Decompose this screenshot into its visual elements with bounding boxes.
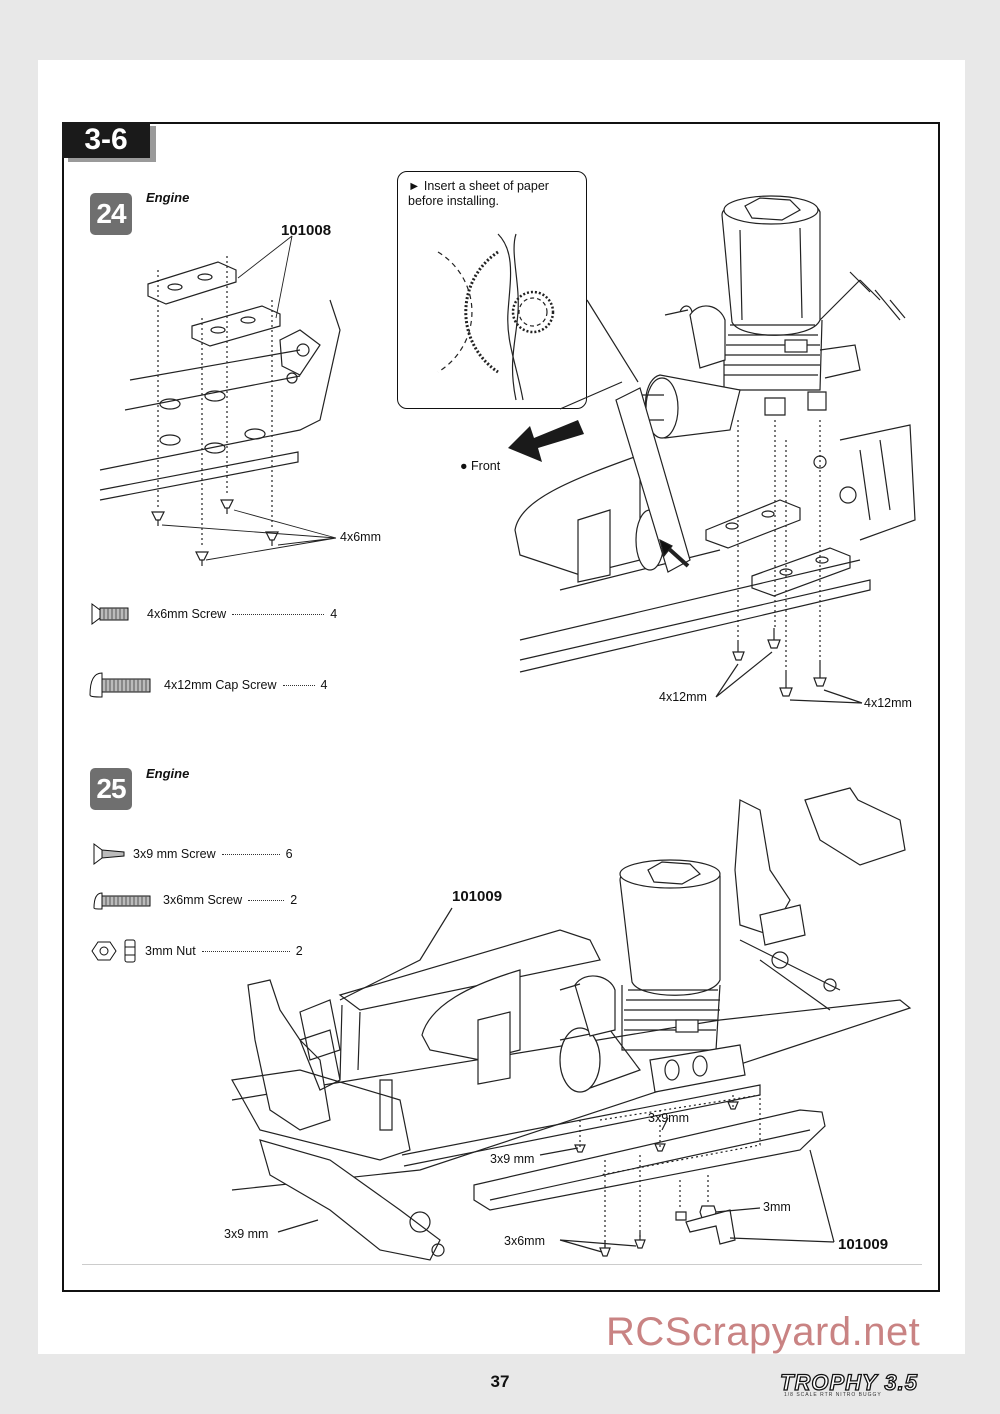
legend-item-qty: 6 xyxy=(285,847,293,861)
legend-3mm-nut: 3mm Nut 2 xyxy=(145,944,303,958)
legend-4x6-screw: 4x6mm Screw 4 xyxy=(147,607,337,621)
label-3x9mm-b: 3x9 mm xyxy=(490,1152,535,1166)
legend-item-name: 3x9 mm Screw xyxy=(133,847,216,861)
label-4x12mm-right: 4x12mm xyxy=(864,696,912,710)
callout-text: ► Insert a sheet of paper before install… xyxy=(408,179,583,209)
legend-4x12-cap-screw: 4x12mm Cap Screw 4 xyxy=(164,678,328,692)
paper-callout: ► Insert a sheet of paper before install… xyxy=(397,171,587,409)
legend-item-name: 4x6mm Screw xyxy=(147,607,227,621)
gear-mesh-detail xyxy=(437,233,555,401)
legend-item-qty: 4 xyxy=(330,607,338,621)
legend-item-name: 3x6mm Screw xyxy=(163,893,243,907)
step-24-part-number: 101008 xyxy=(281,222,332,239)
label-3x9mm-a: 3x9mm xyxy=(648,1111,689,1125)
divider xyxy=(82,1264,922,1265)
label-3x6mm: 3x6mm xyxy=(504,1234,545,1248)
countersunk-screw-icon xyxy=(91,603,129,625)
nut-icon xyxy=(91,939,136,963)
legend-item-qty: 4 xyxy=(320,678,328,692)
button-screw-icon xyxy=(93,892,151,910)
label-3mm-nut: 3mm xyxy=(763,1200,791,1214)
arrow-right-icon: ► xyxy=(408,179,421,193)
brand-name: TROPHY 3.5 xyxy=(779,1369,918,1395)
step-25-part-number-top: 101009 xyxy=(452,888,503,905)
section-number: 3-6 xyxy=(62,122,150,158)
label-4x6mm: 4x6mm xyxy=(340,530,381,544)
countersunk-screw-icon xyxy=(93,843,125,865)
step-25-title: Engine xyxy=(146,766,190,781)
legend-item-qty: 2 xyxy=(295,944,303,958)
step-24-badge: 24 xyxy=(90,193,132,235)
legend-item-name: 3mm Nut xyxy=(145,944,196,958)
step-25-badge: 25 xyxy=(90,768,132,810)
brand-subtitle: 1/8 SCALE RTR NITRO BUGGY xyxy=(784,1392,882,1398)
page-number: 37 xyxy=(490,1372,510,1391)
callout-instruction: Insert a sheet of paper before installin… xyxy=(408,179,549,208)
front-label: ● Front xyxy=(460,459,501,473)
label-4x12mm-left: 4x12mm xyxy=(659,690,707,704)
legend-3x6-screw: 3x6mm Screw 2 xyxy=(163,893,297,907)
front-arrow-icon xyxy=(508,420,584,462)
watermark: RCScrapyard.net xyxy=(606,1310,921,1354)
instruction-frame xyxy=(62,122,940,1292)
step-25-part-number-bottom: 101009 xyxy=(838,1236,889,1253)
label-3x9mm-c: 3x9 mm xyxy=(224,1227,269,1241)
legend-3x9-screw: 3x9 mm Screw 6 xyxy=(133,847,293,861)
step-24-title: Engine xyxy=(146,190,190,205)
brand-logo: TROPHY 3.5 1/8 SCALE RTR NITRO BUGGY xyxy=(779,1369,965,1398)
cap-screw-icon xyxy=(89,672,151,698)
legend-item-qty: 2 xyxy=(290,893,298,907)
legend-item-name: 4x12mm Cap Screw xyxy=(164,678,277,692)
